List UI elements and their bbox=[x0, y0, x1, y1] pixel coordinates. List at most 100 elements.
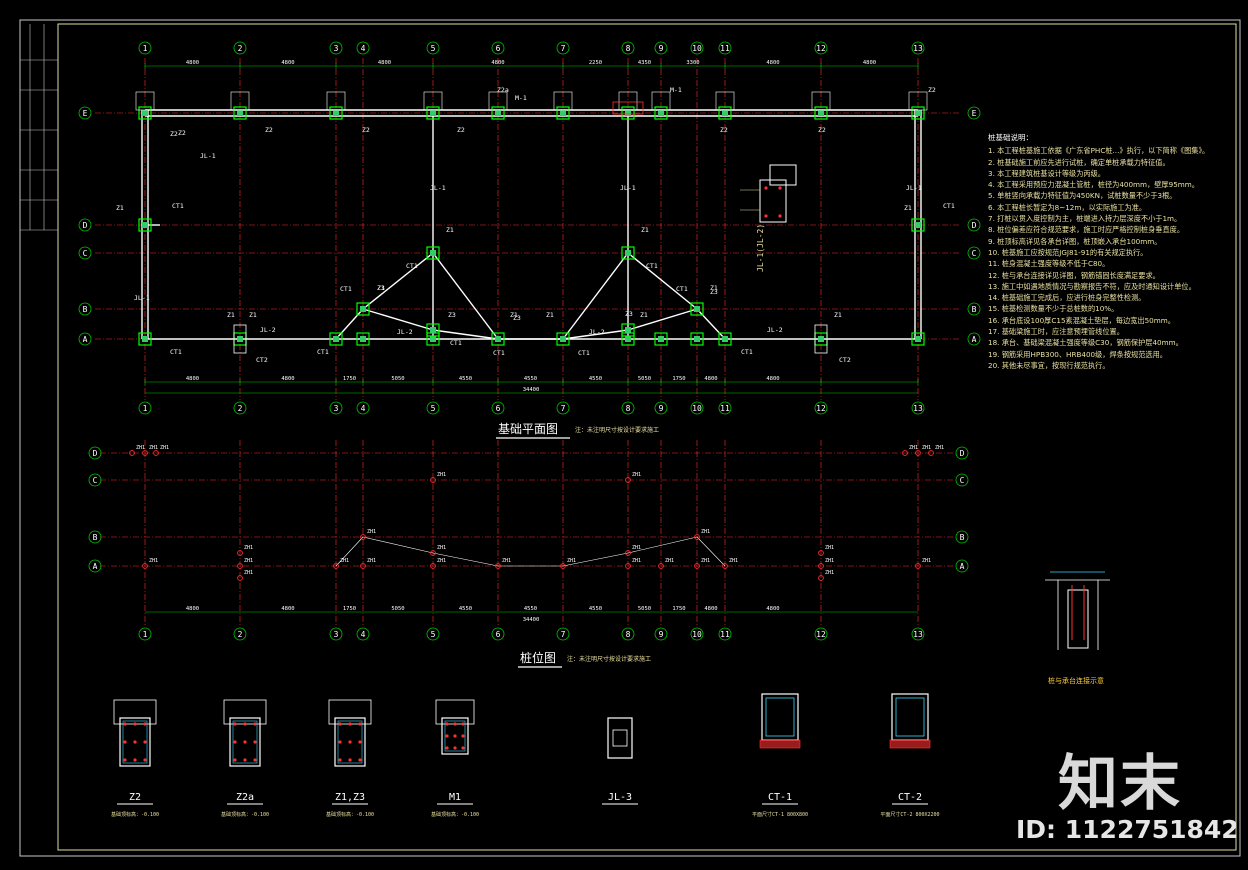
member-label: Z3 bbox=[448, 311, 456, 319]
pile-dim-text: 5050 bbox=[638, 606, 651, 612]
pile-axis-bubble bbox=[690, 627, 704, 641]
member-label: CT1 bbox=[943, 202, 955, 210]
member-label: Z3 bbox=[710, 288, 718, 296]
note-line: 2. 桩基础施工前应先进行试桩，确定单桩承载力特征值。 bbox=[988, 157, 1170, 167]
dim-text: 4800 bbox=[186, 376, 199, 382]
rebar bbox=[348, 758, 352, 762]
pile-dim-text: 4550 bbox=[459, 606, 472, 612]
detail-name: M1 bbox=[449, 792, 461, 803]
beam bbox=[362, 308, 434, 331]
column-core bbox=[625, 336, 631, 342]
rebar bbox=[461, 722, 465, 726]
column bbox=[718, 106, 732, 120]
detail-name: Z2 bbox=[129, 792, 141, 803]
axis-label: 6 bbox=[496, 404, 501, 413]
column bbox=[329, 106, 343, 120]
pile-dim-total: 34400 bbox=[523, 617, 540, 623]
pile-dim-text: 4800 bbox=[281, 606, 294, 612]
member-label: CT1 bbox=[741, 348, 753, 356]
pile-label: ZH1 bbox=[909, 445, 918, 451]
row-bubble bbox=[967, 106, 981, 120]
pile-note: 注：未注明尺寸按设计要求施工 bbox=[567, 655, 651, 663]
detail-note: 基础顶标高：-0.100 bbox=[431, 811, 479, 818]
row-label: A bbox=[972, 335, 977, 344]
pile-row-label: A bbox=[960, 562, 965, 571]
column bbox=[654, 106, 668, 120]
row-label: B bbox=[972, 305, 977, 314]
member-label: CT1 bbox=[172, 202, 184, 210]
stirrup bbox=[444, 720, 466, 752]
pile bbox=[360, 563, 366, 569]
pile bbox=[142, 563, 148, 569]
detail-name: CT-1 bbox=[768, 792, 792, 803]
rebar bbox=[123, 740, 127, 744]
rebar bbox=[445, 734, 449, 738]
member-label: JL-2 bbox=[260, 326, 276, 334]
beam bbox=[432, 252, 499, 340]
axis-label: 10 bbox=[692, 404, 702, 413]
pile-label: ZH1 bbox=[244, 558, 253, 564]
beam bbox=[432, 329, 499, 340]
rebar bbox=[243, 722, 247, 726]
pile-row-label: B bbox=[960, 533, 965, 542]
axis-bubble bbox=[356, 41, 370, 55]
pile-axis-label: 9 bbox=[659, 630, 664, 639]
pile-row-bubble bbox=[88, 473, 102, 487]
member-label: CT1 bbox=[406, 262, 418, 270]
member-label: Z2 bbox=[265, 126, 273, 134]
rebar bbox=[143, 722, 147, 726]
pile-row-label: D bbox=[960, 449, 965, 458]
outer-border bbox=[19, 19, 1241, 857]
column-core bbox=[237, 110, 243, 116]
axis-bubble bbox=[426, 401, 440, 415]
axis-label: 3 bbox=[334, 44, 339, 53]
row-label: B bbox=[83, 305, 88, 314]
pile-axis-bubble bbox=[911, 627, 925, 641]
pile-label: ZH1 bbox=[825, 558, 834, 564]
pile-axis-bubble bbox=[654, 627, 668, 641]
column-core bbox=[430, 250, 436, 256]
beam bbox=[562, 252, 629, 340]
axis-bubble bbox=[491, 401, 505, 415]
column-core bbox=[722, 336, 728, 342]
member-label: CT1 bbox=[646, 262, 658, 270]
rebar bbox=[243, 758, 247, 762]
rebar bbox=[348, 722, 352, 726]
row-label: D bbox=[83, 221, 88, 230]
rebar bbox=[123, 722, 127, 726]
member-label: Z1 bbox=[116, 204, 124, 212]
rebar bbox=[133, 740, 137, 744]
pedestal bbox=[488, 91, 508, 111]
rebar bbox=[253, 722, 257, 726]
rebar bbox=[133, 758, 137, 762]
axis-label: 1 bbox=[143, 44, 148, 53]
detail-column-outline bbox=[229, 717, 261, 767]
column bbox=[491, 106, 505, 120]
dim-text: 1750 bbox=[343, 376, 356, 382]
pile-axis-bubble bbox=[426, 627, 440, 641]
notes-heading: 桩基础说明： bbox=[988, 133, 1033, 142]
detail-column-outline bbox=[334, 717, 366, 767]
pile-label: ZH1 bbox=[922, 445, 931, 451]
axis-bubble bbox=[233, 41, 247, 55]
row-bubble bbox=[78, 106, 92, 120]
rebar bbox=[143, 758, 147, 762]
column-core bbox=[915, 222, 921, 228]
column bbox=[556, 332, 570, 346]
pile bbox=[722, 563, 728, 569]
stirrup bbox=[232, 720, 258, 764]
member-label: Z1 bbox=[249, 311, 257, 319]
axis-label: 8 bbox=[626, 404, 631, 413]
rebar bbox=[243, 740, 247, 744]
column-core bbox=[430, 110, 436, 116]
ct-stirrup bbox=[895, 697, 925, 737]
axis-bubble bbox=[138, 41, 152, 55]
note-line: 10. 桩基施工应按规范JGJ81-91的有关规定执行。 bbox=[988, 247, 1148, 257]
rebar bbox=[445, 722, 449, 726]
pile bbox=[360, 534, 366, 540]
column bbox=[911, 332, 925, 346]
row-bubble bbox=[78, 332, 92, 346]
pile bbox=[142, 450, 148, 456]
